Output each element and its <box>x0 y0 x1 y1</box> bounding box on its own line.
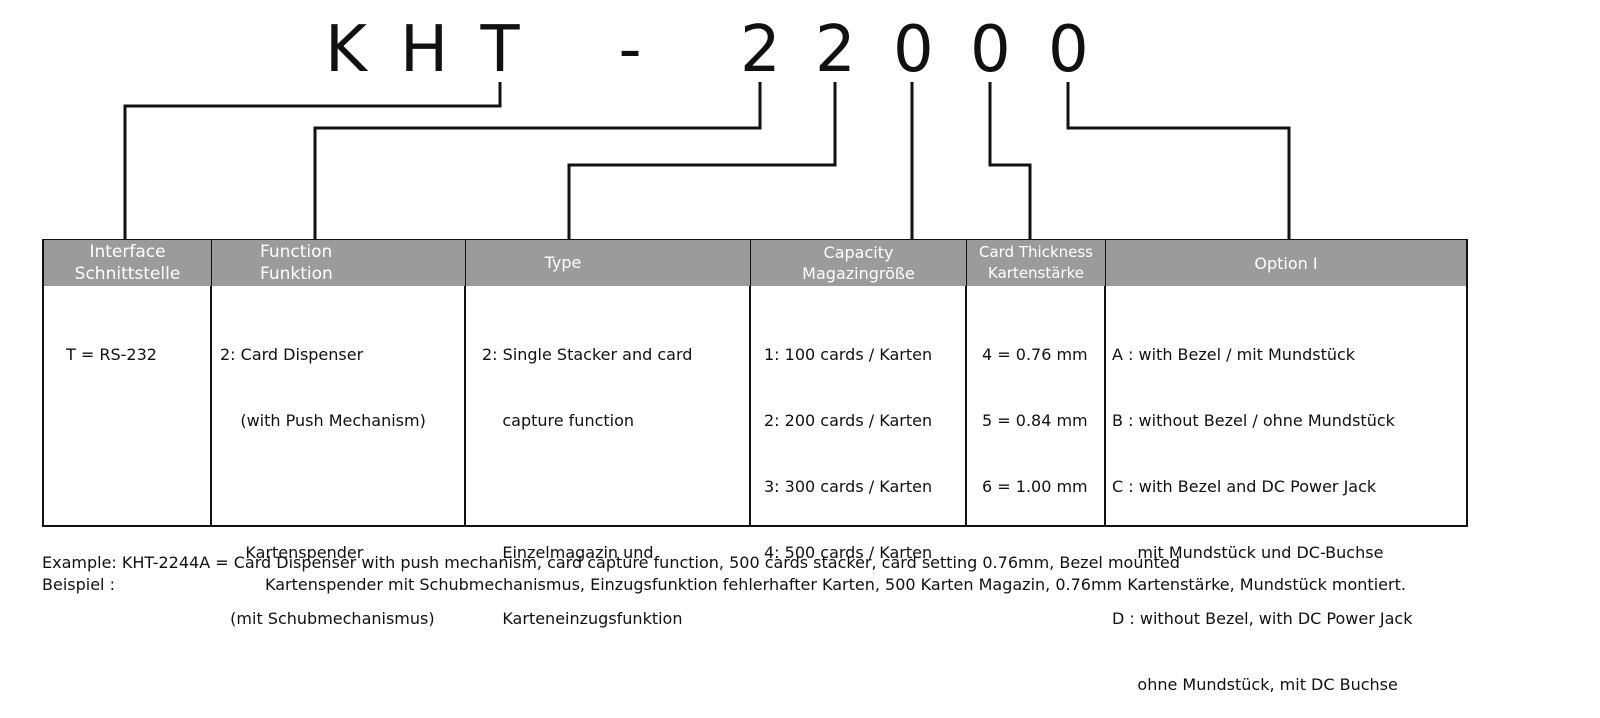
cell-function: 2: Card Dispenser (with Push Mechanism) … <box>220 300 435 652</box>
cell-thickness: 4 = 0.76 mm 5 = 0.84 mm 6 = 1.00 mm <box>982 300 1088 520</box>
cell-line: Karteneinzugsfunktion <box>482 609 683 628</box>
example-line-de-text: Kartenspender mit Schubmechanismus, Einz… <box>265 575 1406 594</box>
header-thickness-de: Kartenstärke <box>988 264 1084 282</box>
cell-line: 2: Single Stacker and card <box>482 345 693 364</box>
cell-line: 6 = 1.00 mm <box>982 477 1088 496</box>
code-char-k: K <box>325 13 367 87</box>
cell-line: C : with Bezel and DC Power Jack <box>1112 477 1377 496</box>
header-function-en: Function <box>260 242 333 262</box>
cell-type: 2: Single Stacker and card capture funct… <box>482 300 692 652</box>
cell-option: A : with Bezel / mit Mundstück B : witho… <box>1112 300 1412 718</box>
cell-line: A : with Bezel / mit Mundstück <box>1112 345 1356 364</box>
cell-line: 4: 500 cards / Karten <box>764 543 933 562</box>
cell-line: capture function <box>482 411 635 430</box>
cell-line: (mit Schubmechanismus) <box>220 609 435 628</box>
cell-line <box>482 476 692 498</box>
connector-function <box>313 82 762 240</box>
cell-line: B : without Bezel / ohne Mundstück <box>1112 411 1395 430</box>
header-function-de: Funktion <box>260 264 333 284</box>
cell-interface: T = RS-232 <box>66 300 157 388</box>
cell-line: 2: Card Dispenser <box>220 345 364 364</box>
header-capacity: Capacity Magazingröße <box>751 240 966 286</box>
cell-line: 3: 300 cards / Karten <box>764 477 933 496</box>
header-type: Type <box>466 240 750 286</box>
code-char-0-thickness: 0 <box>970 13 1011 87</box>
code-char-0-option: 0 <box>1048 13 1089 87</box>
cell-line: Einzelmagazin und <box>482 543 654 562</box>
example-line-en: Example: KHT-2244A = Card Dispenser with… <box>42 553 1180 572</box>
cell-line: mit Mundstück und DC-Buchse <box>1112 543 1384 562</box>
code-char-0-capacity: 0 <box>893 13 934 87</box>
code-char-2-function: 2 <box>740 13 781 87</box>
header-interface-de: Schnittstelle <box>74 264 181 284</box>
cell-line: T = RS-232 <box>66 345 157 364</box>
header-thickness-en: Card Thickness <box>979 243 1093 261</box>
connector-interface <box>123 82 502 240</box>
header-interface: Interface Schnittstelle <box>44 240 211 286</box>
header-thickness: Card Thickness Kartenstärke <box>967 240 1105 286</box>
header-capacity-de: Magazingröße <box>802 264 915 283</box>
cell-line: 1: 100 cards / Karten <box>764 345 933 364</box>
cell-line: 4 = 0.76 mm <box>982 345 1088 364</box>
cell-capacity: 1: 100 cards / Karten 2: 200 cards / Kar… <box>764 300 932 586</box>
code-char-dash: - <box>618 13 642 87</box>
cell-line: 5 = 0.84 mm <box>982 411 1088 430</box>
header-option-en: Option I <box>1254 253 1318 273</box>
code-char-t: T <box>480 13 520 87</box>
cell-line <box>220 476 435 498</box>
header-interface-en: Interface <box>89 242 166 262</box>
cell-line: Kartenspender <box>220 543 364 562</box>
connector-type <box>567 82 837 240</box>
header-function: Function Funktion <box>212 240 465 286</box>
code-char-2-type: 2 <box>815 13 856 87</box>
connector-thickness <box>988 82 1032 240</box>
header-capacity-en: Capacity <box>823 243 894 262</box>
connector-option <box>1066 82 1291 240</box>
header-type-en: Type <box>544 253 582 272</box>
example-line-de-label: Beispiel : <box>42 575 115 594</box>
cell-line: (with Push Mechanism) <box>220 411 426 430</box>
cell-line: 2: 200 cards / Karten <box>764 411 933 430</box>
cell-line: D : without Bezel, with DC Power Jack <box>1112 609 1413 628</box>
cell-line: ohne Mundstück, mit DC Buchse <box>1112 675 1398 694</box>
header-option: Option I <box>1106 240 1466 286</box>
